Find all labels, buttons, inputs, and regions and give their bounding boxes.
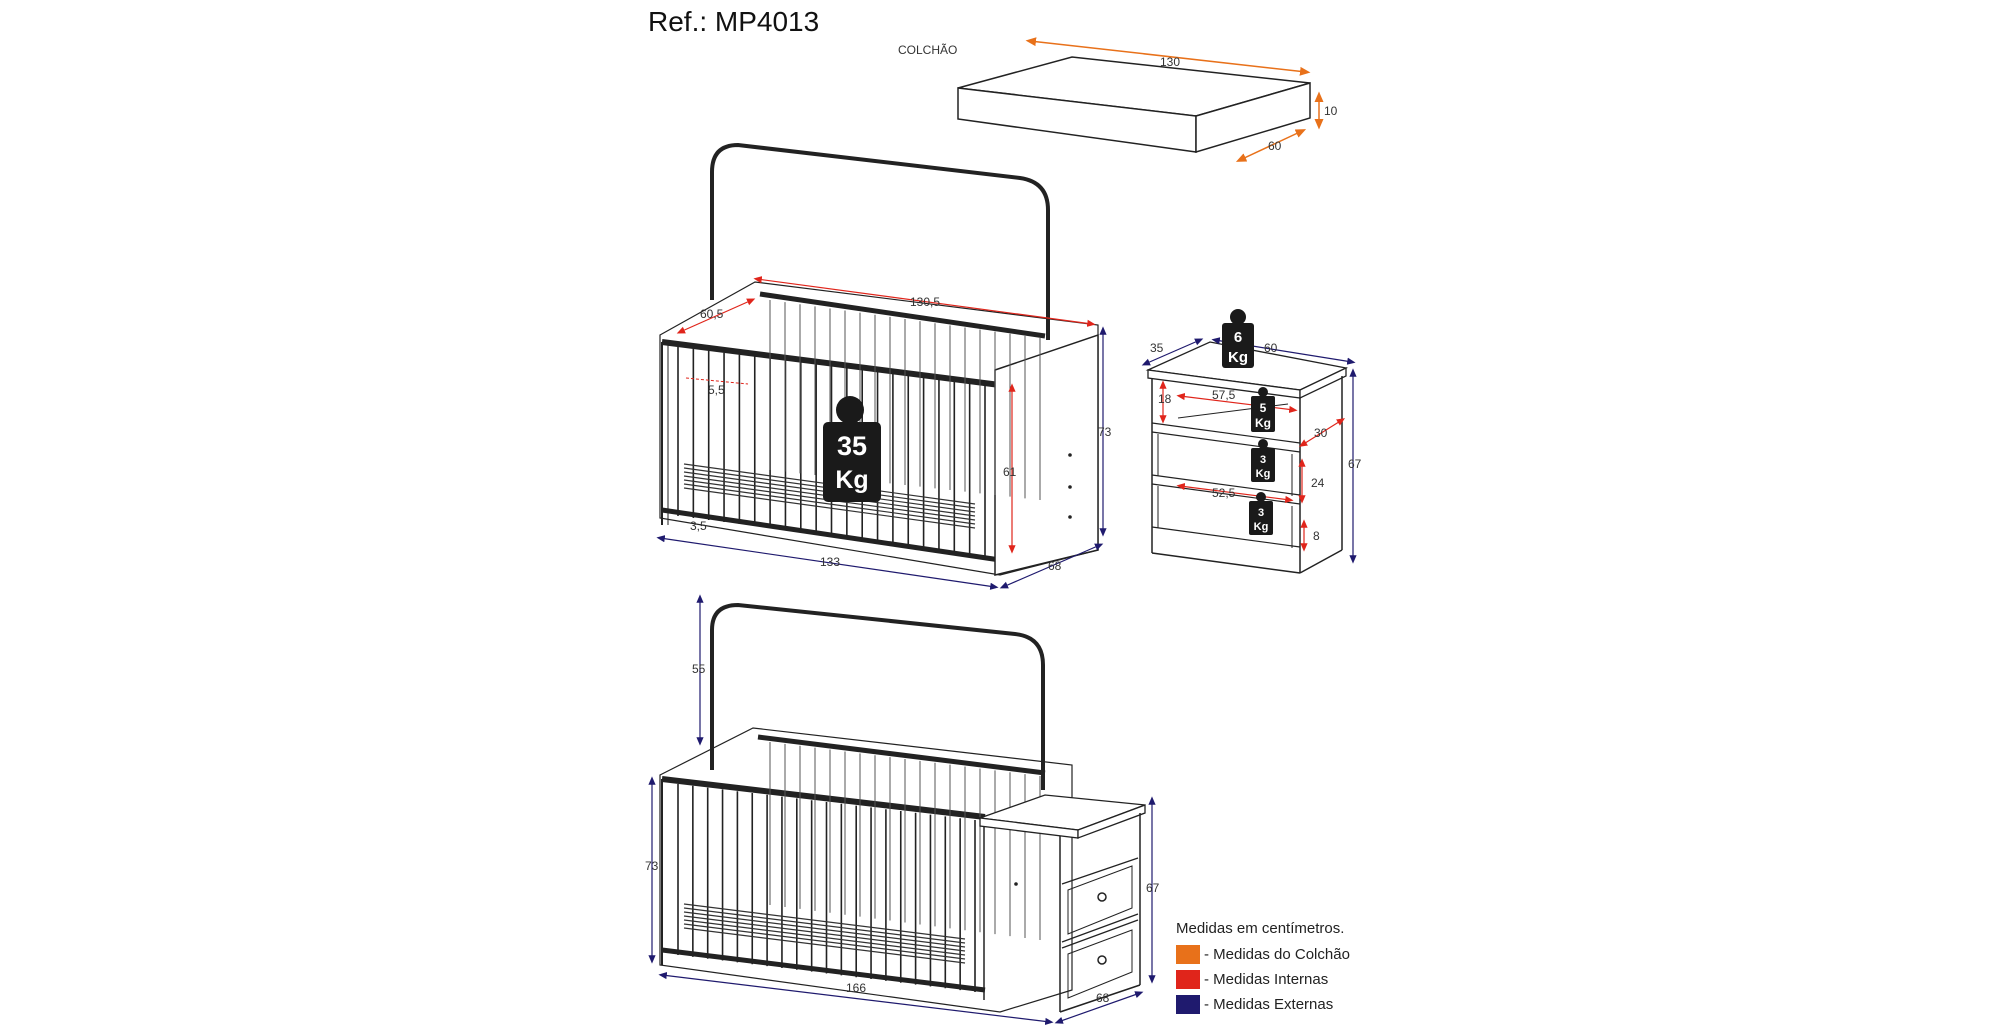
dresser-drawer2-weight-value: 3	[1258, 507, 1264, 519]
crib-outer-length: 133	[820, 555, 840, 569]
legend-swatch-orange	[1176, 945, 1200, 964]
legend-label-external: - Medidas Externas	[1204, 996, 1334, 1013]
dresser-top-weight-unit: Kg	[1228, 349, 1248, 366]
mattress-depth: 60	[1268, 139, 1282, 153]
dresser-drawer2-weight-icon: 3 Kg	[1249, 492, 1273, 535]
legend-item-mattress: - Medidas do Colchão	[1176, 942, 1350, 967]
dresser-niche-height: 18	[1158, 392, 1172, 406]
combo-floor-board	[683, 915, 966, 952]
dresser-niche-weight-value: 5	[1260, 401, 1267, 415]
crib-inner-depth: 60,5	[700, 307, 724, 321]
dresser-niche-weight-icon: 5 Kg	[1251, 387, 1275, 432]
crib-slat-gap: 5,5	[708, 383, 725, 397]
combo-floor-board	[683, 923, 966, 960]
crib-weight-value: 35	[837, 431, 867, 461]
combo-drawing: 55 73 67 166 68	[645, 594, 1160, 1025]
combo-floor-board	[683, 903, 966, 940]
combo-floor-board	[683, 907, 966, 944]
dresser-depth: 35	[1150, 341, 1164, 355]
legend-item-external: - Medidas Externas	[1176, 992, 1350, 1017]
crib-drawing: 130,5 60,5 5,5 3,5 61 73 133 68 35 Kg	[656, 142, 1112, 590]
legend-item-internal: - Medidas Internas	[1176, 967, 1350, 992]
mattress-label: COLCHÃO	[898, 43, 957, 57]
crib-outer-depth: 68	[1048, 559, 1062, 573]
legend-swatch-red	[1176, 970, 1200, 989]
crib-weight-unit: Kg	[835, 466, 868, 494]
dresser-top-weight-icon: 6 Kg	[1222, 309, 1254, 368]
dresser-niche-depth: 30	[1314, 426, 1328, 440]
crib-floor-board	[683, 483, 976, 525]
legend-label-mattress: - Medidas do Colchão	[1204, 946, 1350, 963]
combo-headboard-height: 55	[692, 662, 706, 676]
combo-total-length: 166	[846, 981, 866, 995]
combo-floor-board	[683, 927, 966, 964]
legend-label-internal: - Medidas Internas	[1204, 971, 1329, 988]
legend: Medidas em centímetros. - Medidas do Col…	[1176, 920, 1350, 1017]
combo-floor-board	[683, 919, 966, 956]
crib-base-gap: 3,5	[690, 519, 707, 533]
reference-title: Ref.: MP4013	[648, 6, 820, 37]
crib-inner-height: 61	[1003, 465, 1017, 479]
combo-dresser-height: 67	[1146, 881, 1160, 895]
legend-title: Medidas em centímetros.	[1176, 920, 1345, 937]
dresser-niche-width: 57,5	[1212, 388, 1236, 402]
dresser-drawer1-weight-icon: 3 Kg	[1251, 439, 1275, 482]
mattress-length: 130	[1160, 55, 1180, 69]
crib-floor-board	[683, 487, 976, 529]
dresser-niche-weight-unit: Kg	[1255, 416, 1271, 430]
dresser-top-weight-value: 6	[1234, 329, 1242, 346]
combo-floor-board	[683, 911, 966, 948]
dresser-width: 60	[1264, 341, 1278, 355]
dresser-drawer2-height: 8	[1313, 529, 1320, 543]
dresser-drawer-width: 52,5	[1212, 486, 1236, 500]
combo-crib-height: 73	[645, 859, 659, 873]
mattress-height: 10	[1324, 104, 1338, 118]
dresser-outer-height: 67	[1348, 457, 1362, 471]
crib-weight-icon: 35 Kg	[823, 396, 881, 502]
mattress-drawing: COLCHÃO 130 10 60	[898, 37, 1338, 162]
crib-inner-length: 130,5	[910, 295, 940, 309]
dresser-drawer1-weight-value: 3	[1260, 454, 1266, 466]
legend-swatch-navy	[1176, 995, 1200, 1014]
dresser-drawing: 35 60 18 57,5 30 52,5 24 8 67 6 Kg 5 Kg	[1141, 309, 1362, 574]
dresser-drawer1-weight-unit: Kg	[1256, 468, 1271, 480]
combo-depth: 68	[1096, 991, 1110, 1005]
dresser-drawer2-weight-unit: Kg	[1254, 521, 1269, 533]
dresser-drawer1-height: 24	[1311, 476, 1325, 490]
crib-outer-height: 73	[1098, 425, 1112, 439]
